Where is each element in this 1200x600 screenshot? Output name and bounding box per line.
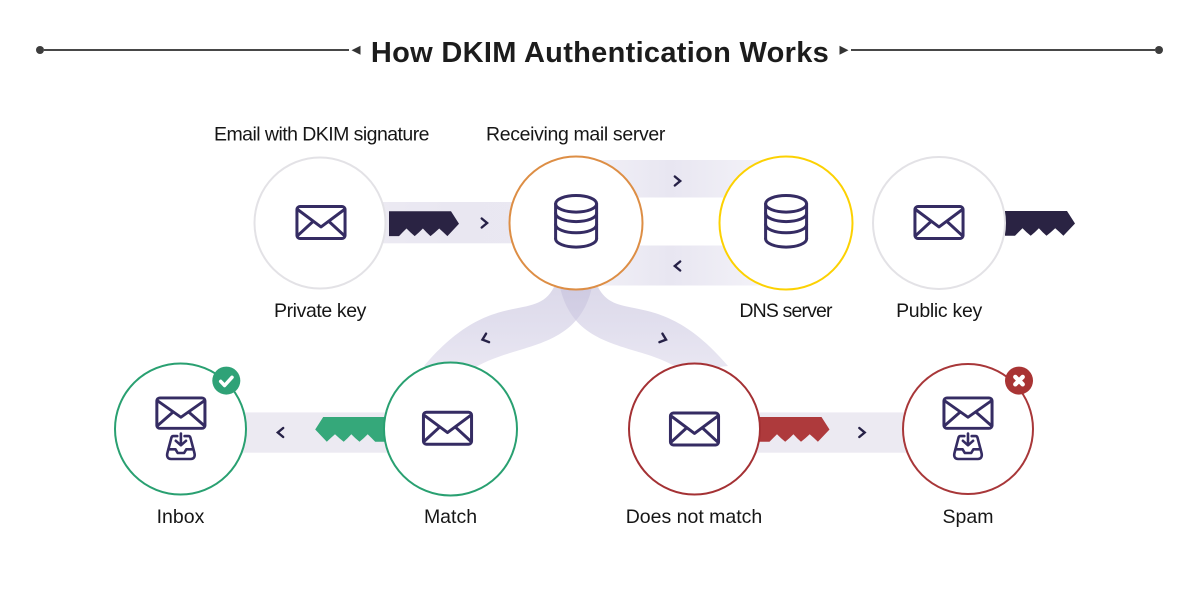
svg-text:How DKIM Authentication Works: How DKIM Authentication Works — [371, 37, 829, 69]
svg-text:DNS server: DNS server — [739, 300, 833, 322]
svg-text:Public key: Public key — [896, 300, 982, 322]
svg-text:Does not match: Does not match — [626, 506, 763, 528]
svg-text:Inbox: Inbox — [157, 506, 205, 528]
svg-text:Receiving mail server: Receiving mail server — [486, 124, 666, 146]
svg-text:Private key: Private key — [274, 300, 367, 322]
svg-text:Spam: Spam — [943, 506, 994, 528]
svg-text:Email with DKIM signature: Email with DKIM signature — [214, 124, 429, 146]
svg-text:Match: Match — [424, 506, 477, 528]
